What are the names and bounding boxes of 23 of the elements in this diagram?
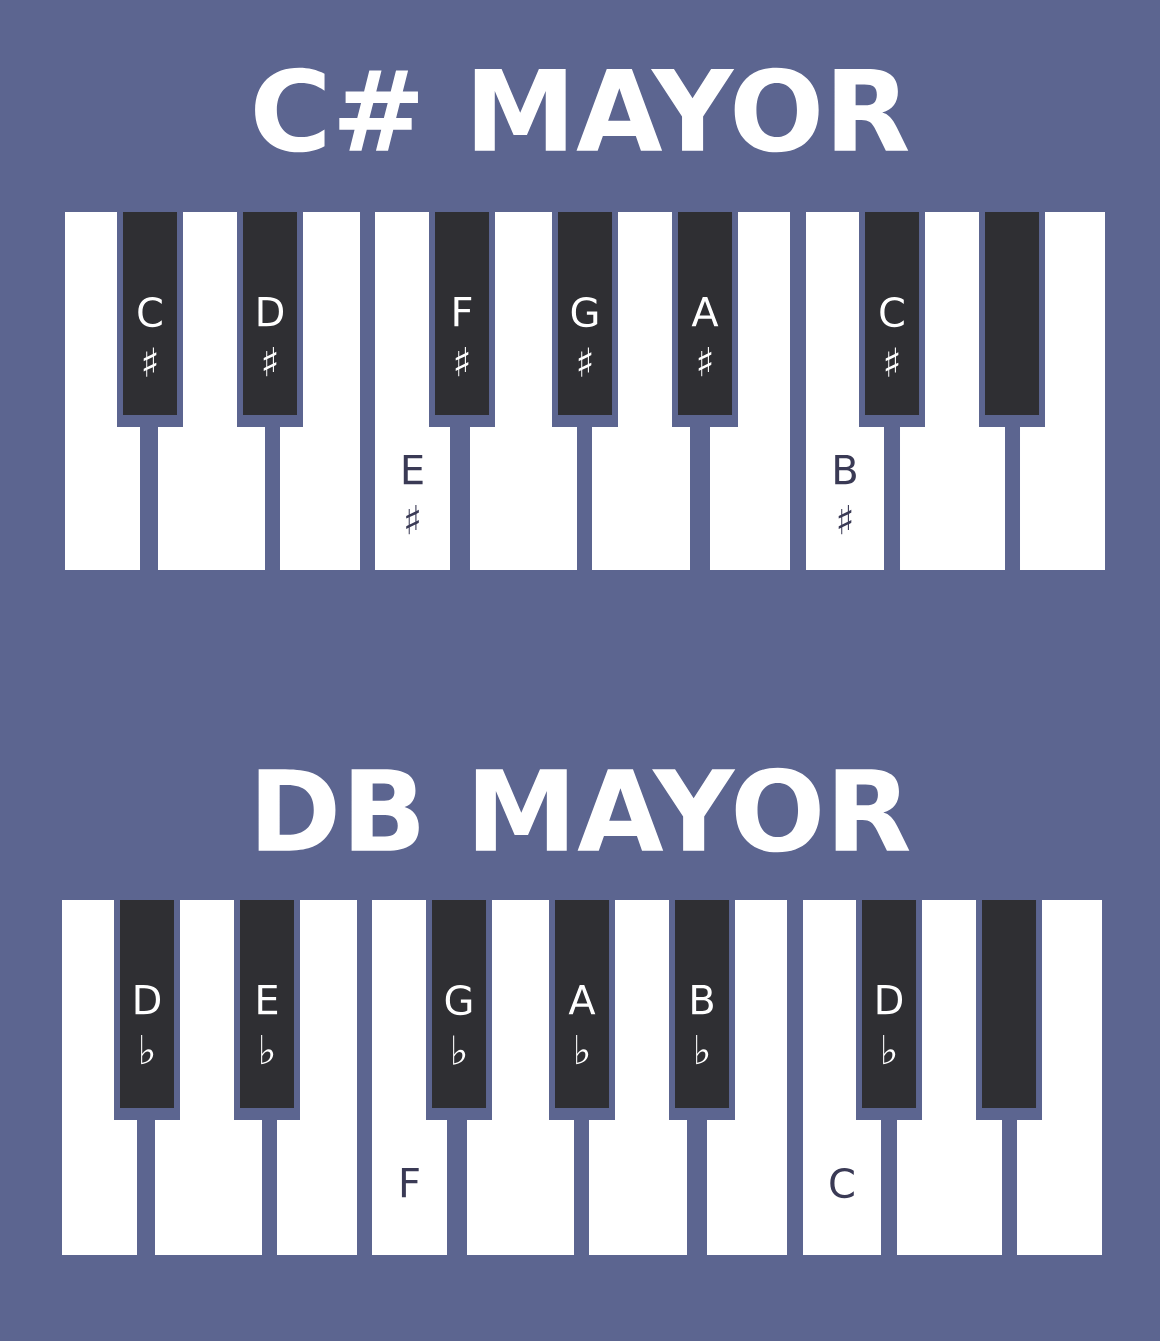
piano-key — [277, 900, 357, 1255]
piano-key — [1017, 900, 1102, 1255]
piano-key: C ♯ — [123, 212, 177, 415]
piano-key: G ♭ — [432, 900, 486, 1108]
piano-key: E ♭ — [240, 900, 294, 1108]
piano-key: F ♯ — [435, 212, 489, 415]
piano-key: G ♯ — [558, 212, 612, 415]
title: DB MAYOR — [258, 767, 910, 853]
piano-key: B ♭ — [675, 900, 729, 1108]
piano-key: E ♯ — [375, 212, 450, 570]
piano-key: D ♭ — [120, 900, 174, 1108]
piano-key — [62, 900, 137, 1255]
title: C# MAYOR — [255, 67, 909, 153]
piano-key: A ♯ — [678, 212, 732, 415]
piano-key: F — [372, 900, 447, 1255]
piano-key — [982, 900, 1036, 1108]
piano-key — [65, 212, 140, 570]
piano-key: A ♭ — [555, 900, 609, 1108]
piano-key — [1020, 212, 1105, 570]
piano-key — [985, 212, 1039, 415]
piano-key: D ♭ — [862, 900, 916, 1108]
piano-key: D ♯ — [243, 212, 297, 415]
piano-key: C ♯ — [865, 212, 919, 415]
